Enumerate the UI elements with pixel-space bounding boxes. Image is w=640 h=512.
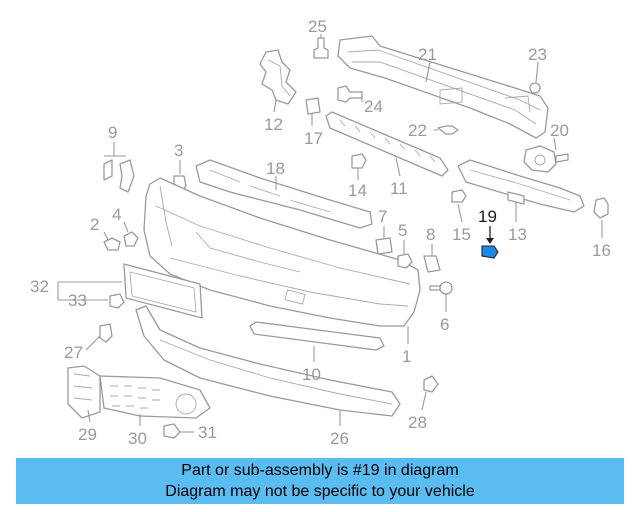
label-13: 13: [508, 225, 527, 244]
part-8-clip: [423, 244, 441, 273]
part-23-nut: [529, 61, 541, 94]
part-14-bolt: [351, 153, 367, 169]
part-32-license-bracket: [57, 263, 203, 319]
label-14: 14: [348, 181, 367, 200]
part-18-upper-cover: [195, 159, 373, 229]
part-27-screw: [99, 323, 113, 343]
label-25: 25: [308, 17, 327, 36]
label-20: 20: [550, 121, 569, 140]
part-24-bolt: [337, 85, 363, 103]
label-28: 28: [408, 413, 427, 432]
label-18: 18: [266, 159, 285, 178]
part-labels: 25 21 23 24 12 17 22 20 9 3 18 14 11 19 …: [30, 17, 611, 448]
part-22-bolt: [437, 125, 459, 135]
part-29-grille: [67, 365, 101, 419]
label-5: 5: [398, 221, 407, 240]
banner-line-part-number: Part or sub-assembly is #19 in diagram: [181, 462, 459, 479]
label-15: 15: [452, 225, 471, 244]
part-28-screw: [423, 375, 439, 393]
part-13-right-bracket: [457, 159, 585, 213]
part-1-bumper-cover: [143, 177, 421, 327]
label-24: 24: [364, 97, 383, 116]
label-33: 33: [68, 291, 87, 310]
part-2-screw: [103, 231, 121, 251]
part-20-mount: [523, 145, 569, 173]
label-2: 2: [90, 215, 99, 234]
label-21: 21: [418, 45, 437, 64]
parts-diagram: 25 21 23 24 12 17 22 20 9 3 18 14 11 19 …: [30, 17, 611, 448]
leader-lines: [85, 34, 557, 433]
label-16: 16: [592, 241, 611, 260]
label-27: 27: [64, 343, 83, 362]
part-17-clip: [305, 97, 321, 115]
part-21-reinforcement-bar: [337, 35, 549, 139]
part-25-bolt: [313, 37, 329, 59]
label-4: 4: [112, 205, 121, 224]
part-31-screw: [163, 423, 181, 439]
label-26: 26: [330, 429, 349, 448]
label-17: 17: [304, 129, 323, 148]
label-29: 29: [78, 425, 97, 444]
part-9-bracket: [103, 142, 135, 193]
label-12: 12: [264, 115, 283, 134]
label-30: 30: [128, 429, 147, 448]
part-7-clip: [375, 226, 393, 255]
label-1: 1: [402, 347, 411, 366]
label-10: 10: [302, 365, 321, 384]
label-31: 31: [198, 423, 217, 442]
part-11-absorber: [325, 111, 449, 177]
label-11: 11: [390, 179, 408, 198]
label-32: 32: [30, 277, 49, 296]
label-6: 6: [440, 315, 449, 334]
part-4-screw: [123, 221, 139, 247]
label-23: 23: [528, 45, 547, 64]
part-15-bolt: [451, 189, 467, 223]
label-7: 7: [378, 207, 387, 226]
banner-line-disclaimer: Diagram may not be specific to your vehi…: [165, 483, 475, 500]
part-10-lower-trim: [249, 321, 385, 351]
label-22: 22: [408, 121, 427, 140]
label-19: 19: [478, 207, 497, 226]
part-16-bolt: [593, 197, 609, 238]
part-12-left-bracket: [259, 49, 297, 105]
info-banner: Part or sub-assembly is #19 in diagram D…: [16, 458, 624, 504]
label-9: 9: [108, 123, 117, 142]
part-19-highlighted[interactable]: [481, 226, 499, 259]
part-5-bolt: [397, 240, 413, 269]
part-6-bolt: [429, 281, 453, 312]
part-33-clip: [58, 293, 125, 309]
label-8: 8: [426, 225, 435, 244]
part-26-lower-spoiler: [135, 305, 401, 417]
label-3: 3: [174, 141, 183, 160]
part-30-fog-grille: [99, 375, 211, 419]
